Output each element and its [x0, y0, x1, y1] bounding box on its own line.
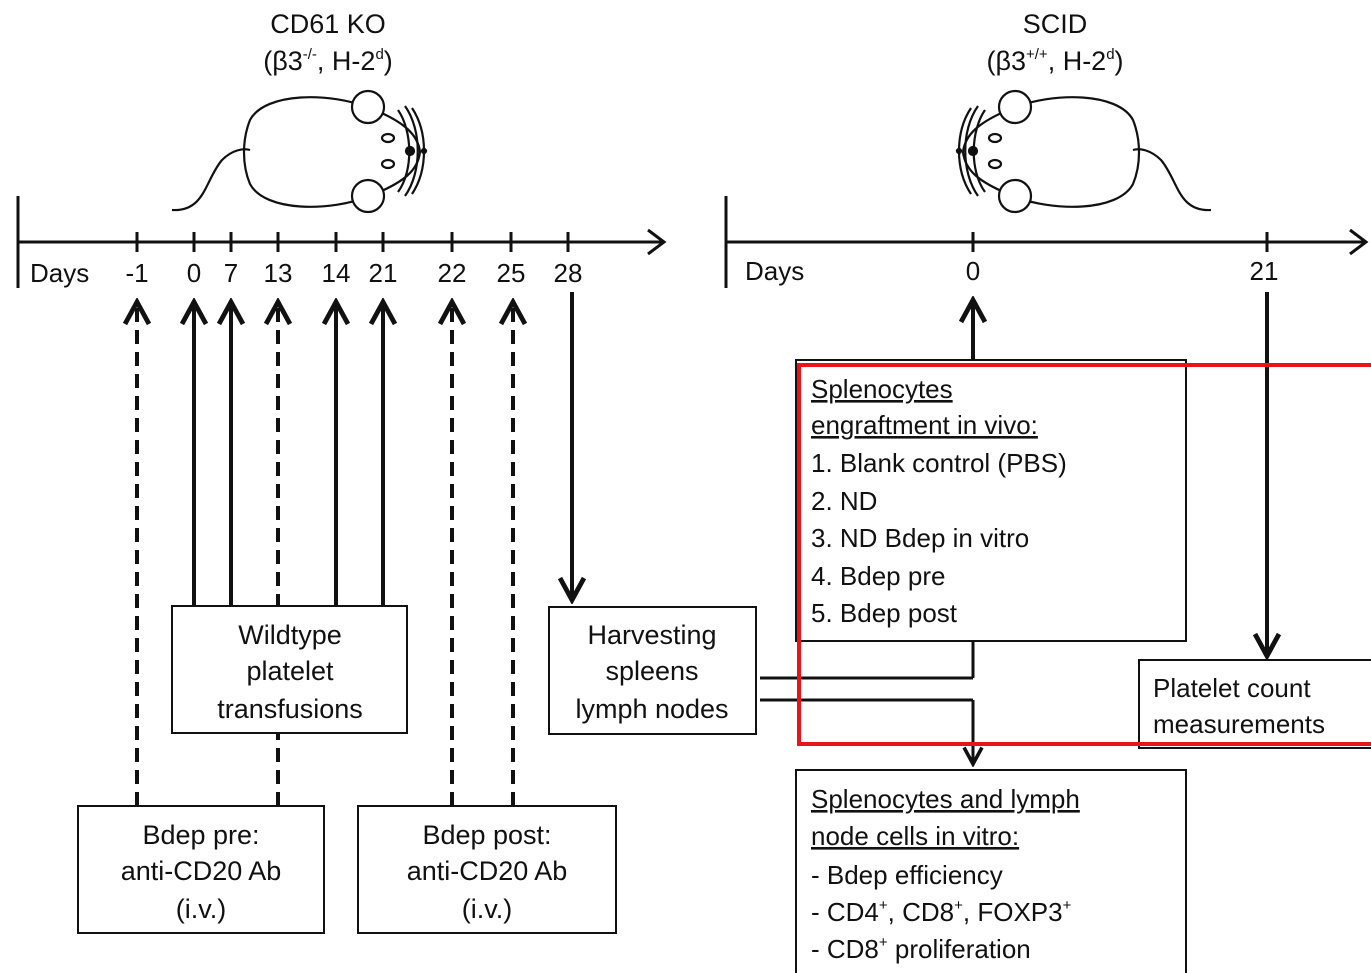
tick-label: 14	[322, 258, 351, 288]
transfusion-line: transfusions	[217, 694, 363, 724]
engraftment-item: 4. Bdep pre	[811, 561, 945, 591]
invitro-item: - Bdep efficiency	[811, 860, 1003, 890]
tick-label: 0	[187, 258, 201, 288]
engraftment-item: 1. Blank control (PBS)	[811, 448, 1067, 478]
bdep-pre-box	[77, 805, 325, 934]
harvest-line: spleens	[605, 656, 698, 686]
left-timeline	[16, 196, 667, 288]
tick-label: 25	[497, 258, 526, 288]
invitro-box	[795, 769, 1187, 973]
bdep-post-line: Bdep post:	[422, 820, 551, 850]
invitro-heading: Splenocytes and lymph	[811, 784, 1080, 814]
tick-label: 0	[966, 256, 980, 286]
right-axis-label: Days	[745, 256, 804, 286]
bdep-post-line: (i.v.)	[462, 894, 512, 924]
bdep-pre-line: Bdep pre:	[142, 820, 259, 850]
tick-label: -1	[125, 258, 148, 288]
harvest-line: Harvesting	[587, 620, 716, 650]
bdep-post-box	[357, 805, 617, 934]
harvest-connectors	[760, 640, 973, 764]
tick-label: 21	[369, 258, 398, 288]
transfusion-line: Wildtype	[238, 620, 342, 650]
bdep-pre-line: (i.v.)	[176, 894, 226, 924]
transfusion-box	[171, 605, 408, 734]
engraftment-box	[795, 359, 1187, 642]
platelet-box	[1138, 659, 1371, 749]
mouse-icon	[955, 89, 1212, 214]
invitro-item: - CD8+ proliferation	[811, 934, 1031, 964]
right-panel: SCID (β3+/+, H-2d) Days 0 21	[724, 9, 1371, 973]
invitro-item: - CD4+, CD8+, FOXP3+	[811, 897, 1072, 927]
engraftment-heading: Splenocytes	[811, 374, 953, 404]
platelet-line: measurements	[1153, 709, 1325, 739]
tick-label: 22	[438, 258, 467, 288]
tick-label: 21	[1250, 256, 1279, 286]
engraftment-item: 5. Bdep post	[811, 598, 958, 628]
right-panel-title: SCID	[1023, 9, 1088, 39]
platelet-line: Platelet count	[1153, 673, 1311, 703]
engraftment-heading: engraftment in vivo:	[811, 410, 1038, 440]
invitro-heading: node cells in vitro:	[811, 821, 1019, 851]
bdep-post-line: anti-CD20 Ab	[407, 856, 568, 886]
right-panel-genotype: (β3+/+, H-2d)	[986, 46, 1123, 76]
right-arrows	[973, 292, 1267, 656]
harvest-box	[548, 606, 757, 735]
tick-label: 7	[224, 258, 238, 288]
transfusion-line: platelet	[246, 656, 334, 686]
left-panel-title: CD61 KO	[270, 9, 386, 39]
left-axis-label: Days	[30, 258, 89, 288]
left-panel: CD61 KO (β3-/-, H-2d)	[16, 9, 757, 934]
tick-label: 13	[264, 258, 293, 288]
harvest-line: lymph nodes	[575, 694, 728, 724]
engraftment-item: 2. ND	[811, 486, 877, 516]
engraftment-item: 3. ND Bdep in vitro	[811, 523, 1029, 553]
right-timeline	[724, 196, 1369, 288]
mouse-icon	[171, 89, 428, 214]
highlight-box	[797, 363, 1371, 746]
solid-arrows	[194, 292, 572, 606]
left-panel-genotype: (β3-/-, H-2d)	[263, 46, 393, 76]
bdep-pre-line: anti-CD20 Ab	[121, 856, 282, 886]
dashed-arrows	[137, 302, 513, 806]
tick-label: 28	[554, 258, 583, 288]
